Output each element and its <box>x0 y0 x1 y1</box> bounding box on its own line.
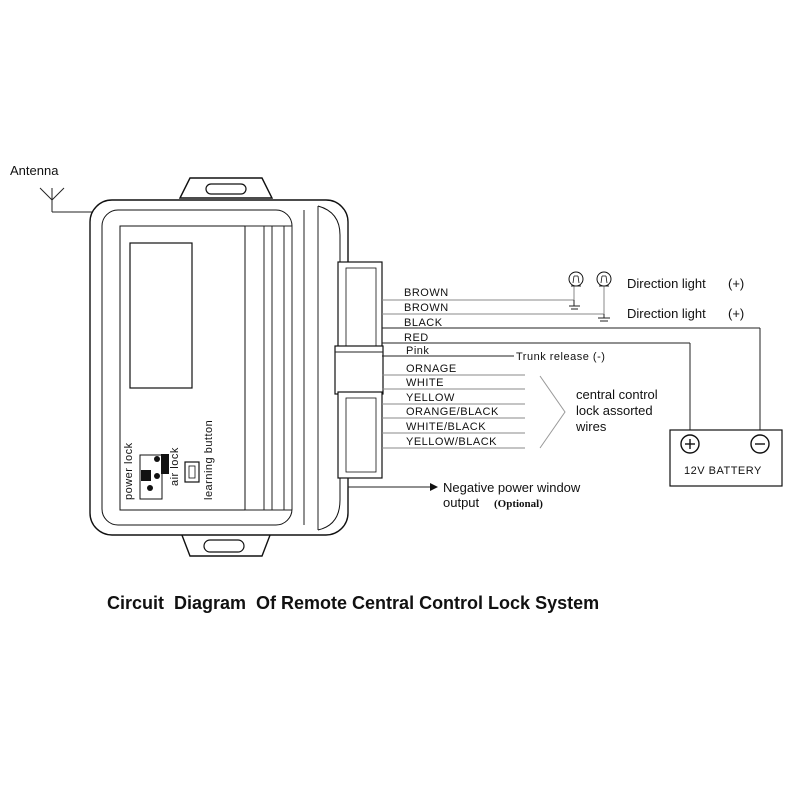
negative-window-output: Negative power window output (Optional) <box>348 480 581 510</box>
direction-light-bulbs: Direction light (+) Direction light (+) <box>568 271 744 322</box>
bulb-icon <box>596 271 612 322</box>
diagram-title: Circuit Diagram Of Remote Central Contro… <box>107 593 599 613</box>
wire-label-orange-black: ORANGE/BLACK <box>406 406 499 418</box>
plus-terminal-icon <box>680 434 700 454</box>
jumper-block <box>139 454 163 500</box>
direction-light-1-label: Direction light <box>627 276 706 291</box>
wire-label-black: BLACK <box>404 317 443 329</box>
central-lock-line2: lock assorted <box>576 403 653 418</box>
wire-group-brace <box>539 375 566 449</box>
control-unit: power lock air lock learning button <box>89 177 349 557</box>
direction-light-2-sign: (+) <box>728 306 744 321</box>
wire-label-red: RED <box>404 332 429 344</box>
learning-button-label: learning button <box>203 420 215 500</box>
wire-label-brown-2: BROWN <box>404 302 449 314</box>
negative-window-line2: output <box>443 495 480 510</box>
wire-label-yellow: YELLOW <box>406 392 455 404</box>
display-window <box>129 242 193 389</box>
optional-label: (Optional) <box>494 498 543 510</box>
trunk-release-label: Trunk release (-) <box>516 351 605 363</box>
central-lock-line1: central control <box>576 387 658 402</box>
wire-label-yellow-black: YELLOW/BLACK <box>406 436 497 448</box>
wire-label-ornage: ORNAGE <box>406 363 457 375</box>
central-lock-wires-label: central control lock assorted wires <box>575 387 658 434</box>
minus-terminal-icon <box>750 434 770 454</box>
air-lock-label: air lock <box>169 447 181 486</box>
negative-window-line1: Negative power window <box>443 480 581 495</box>
wire-label-brown-1: BROWN <box>404 287 449 299</box>
direction-light-2-label: Direction light <box>627 306 706 321</box>
central-lock-line3: wires <box>575 419 607 434</box>
bulb-icon <box>568 271 584 310</box>
wire-label-white: WHITE <box>406 377 444 389</box>
wire-harness: BROWN BROWN BLACK RED Pink Trunk release… <box>382 286 761 449</box>
battery-label: 12V BATTERY <box>684 465 762 477</box>
wire-label-white-black: WHITE/BLACK <box>406 421 486 433</box>
battery: 12V BATTERY <box>669 429 783 487</box>
learning-button[interactable] <box>184 461 200 483</box>
wire-label-pink: Pink <box>406 345 429 357</box>
connector <box>334 261 384 488</box>
direction-light-1-sign: (+) <box>728 276 744 291</box>
power-lock-label: power lock <box>123 442 135 500</box>
antenna-label: Antenna <box>10 163 59 178</box>
